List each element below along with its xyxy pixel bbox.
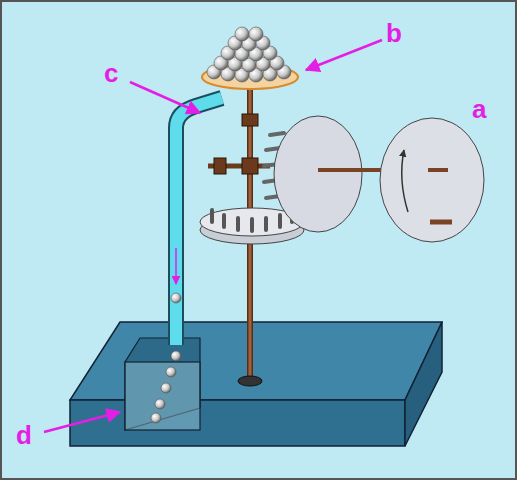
leader-lines [44,40,382,432]
rotation-arrow [402,150,408,212]
axle-end [428,168,448,172]
bearing [242,114,258,126]
ball-pile [207,27,291,82]
part-letter: b [386,20,402,46]
reservoir-balls [151,351,181,423]
shaft-foot [238,376,262,386]
reservoir [125,338,200,430]
base-side [405,322,442,446]
gear-wheel [274,116,362,232]
reservoir-front [125,362,200,430]
crown-pegs [212,210,292,231]
part-letter: a [472,96,486,122]
fall-arrow [175,248,177,284]
wheel [380,118,484,242]
crank [430,220,452,225]
part-letter: c [104,60,118,86]
falling-ball [171,293,181,303]
bearing [242,158,258,174]
part-letter: d [16,422,32,448]
bearing [214,158,226,174]
base-front [70,400,405,446]
